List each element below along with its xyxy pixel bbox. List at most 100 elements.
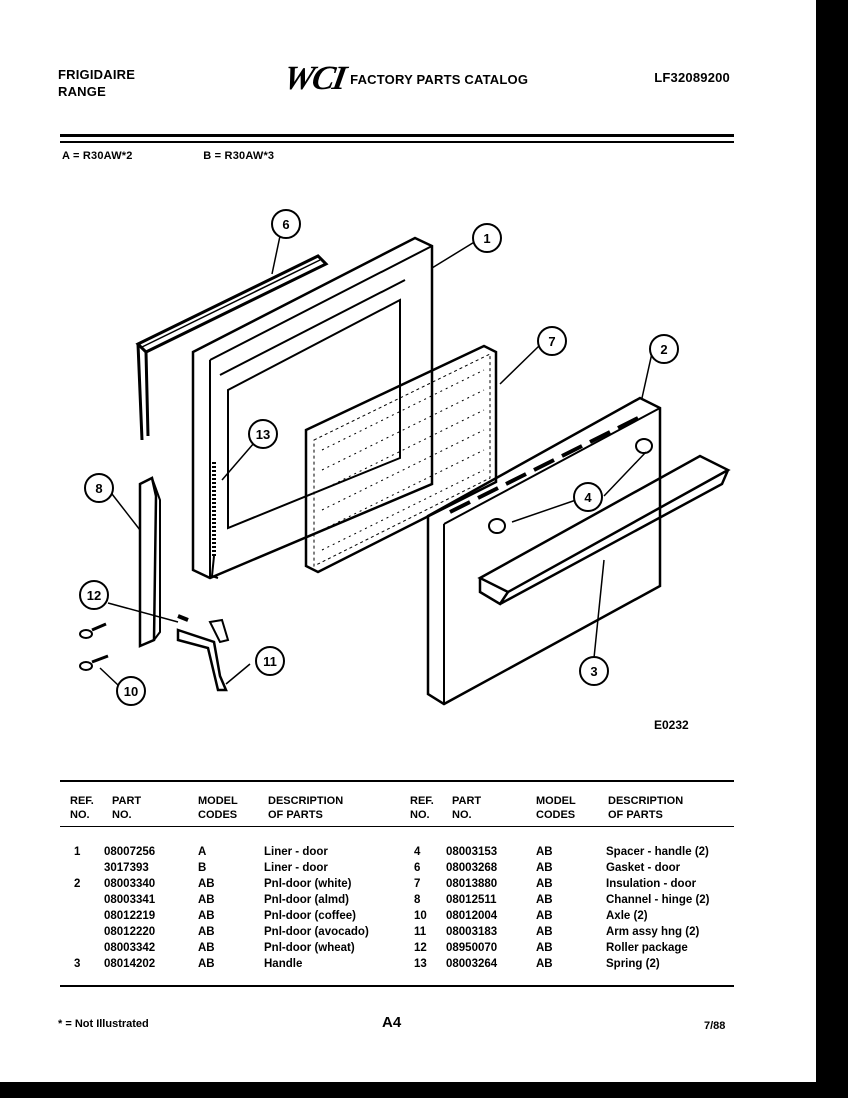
table-cell: AB bbox=[198, 926, 215, 938]
right-ref-column: 4 6 7 8 10 11 12 13 bbox=[414, 844, 427, 972]
table-cell: A bbox=[198, 846, 207, 858]
diagram-code: E0232 bbox=[654, 718, 689, 732]
callout-label: 12 bbox=[87, 588, 101, 603]
table-cell: AB bbox=[536, 894, 553, 906]
right-part-column: 08003153 08003268 08013880 08012511 0801… bbox=[446, 844, 497, 972]
callout-label: 10 bbox=[124, 684, 138, 699]
table-cell: AB bbox=[536, 846, 553, 858]
table-cell: Insulation - door bbox=[606, 878, 697, 890]
table-cell: B bbox=[198, 862, 207, 874]
brand-name: FRIGIDAIRE bbox=[58, 67, 136, 82]
table-cell: Handle bbox=[264, 958, 303, 970]
callout-6 bbox=[271, 209, 301, 239]
callout-8 bbox=[84, 473, 114, 503]
right-desc-column: Spacer - handle (2) Gasket - door Insula… bbox=[606, 844, 710, 972]
header-ref-no: REF. NO. bbox=[410, 795, 434, 821]
callout-4 bbox=[573, 482, 603, 512]
table-cell: 3 bbox=[74, 958, 81, 970]
callout-label: 7 bbox=[548, 334, 555, 349]
table-cell: 11 bbox=[414, 926, 427, 938]
header-rule bbox=[60, 134, 734, 137]
liner-door bbox=[191, 236, 434, 580]
left-ref-column: 1 2 3 bbox=[74, 844, 80, 972]
table-cell: 12 bbox=[414, 942, 427, 954]
table-cell: Channel - hinge (2) bbox=[606, 894, 710, 906]
callout-label: 6 bbox=[282, 217, 289, 232]
model-number: LF32089200 bbox=[654, 70, 730, 85]
callout-2 bbox=[649, 334, 679, 364]
table-cell: 08003153 bbox=[446, 846, 498, 858]
table-cell: Pnl-door (white) bbox=[264, 878, 352, 890]
variant-b: B = R30AW*3 bbox=[203, 150, 275, 162]
callout-label: 4 bbox=[584, 490, 592, 505]
left-part-column: 08007256 3017393 08003340 08003341 08012… bbox=[104, 844, 155, 972]
table-cell: 08013880 bbox=[446, 878, 498, 890]
table-cell: AB bbox=[536, 958, 553, 970]
table-cell: AB bbox=[536, 910, 553, 922]
header-model-codes: MODEL CODES bbox=[536, 795, 576, 821]
callout-11 bbox=[255, 646, 285, 676]
header-description: DESCRIPTION OF PARTS bbox=[268, 795, 344, 821]
left-model-column: A B AB AB AB AB AB AB bbox=[198, 844, 215, 972]
table-cell: 08003340 bbox=[104, 878, 156, 890]
table-cell: 08014202 bbox=[104, 958, 156, 970]
callout-label: 13 bbox=[256, 427, 270, 442]
table-cell bbox=[74, 908, 80, 924]
insulation-door bbox=[304, 344, 498, 574]
table-cell: 4 bbox=[414, 846, 421, 858]
callout-3 bbox=[579, 656, 609, 686]
table-rule bbox=[60, 780, 734, 782]
table-cell: AB bbox=[536, 878, 553, 890]
table-cell: 08003341 bbox=[104, 894, 156, 906]
table-cell: 08012219 bbox=[104, 910, 156, 922]
left-desc-column: Liner - door Liner - door Pnl-door (whit… bbox=[264, 844, 369, 972]
product-type: RANGE bbox=[58, 84, 106, 99]
table-cell: 8 bbox=[414, 894, 421, 906]
header-model-codes: MODEL CODES bbox=[198, 795, 238, 821]
table-cell: 10 bbox=[414, 910, 427, 922]
parts-catalog-page: FRIGIDAIRE RANGE WCI FACTORY PARTS CATAL… bbox=[0, 0, 816, 1082]
table-cell: Liner - door bbox=[264, 862, 328, 874]
revision-date: 7/88 bbox=[704, 1020, 726, 1032]
catalog-title: FACTORY PARTS CATALOG bbox=[350, 71, 529, 87]
table-cell: Pnl-door (almd) bbox=[264, 894, 349, 906]
callout-label: 1 bbox=[483, 231, 490, 246]
header-ref-no: REF. NO. bbox=[70, 795, 94, 821]
table-cell: 08012220 bbox=[104, 926, 156, 938]
table-rule bbox=[60, 985, 734, 987]
table-cell: Axle (2) bbox=[606, 910, 648, 922]
door-handle bbox=[477, 454, 731, 606]
brand-block: FRIGIDAIRE RANGE bbox=[58, 66, 135, 100]
callout-label: 3 bbox=[590, 664, 597, 679]
header-rule bbox=[60, 141, 734, 143]
outer-door-panel bbox=[426, 396, 662, 706]
table-cell bbox=[74, 892, 80, 908]
axle-pin bbox=[79, 622, 107, 639]
table-cell: 2 bbox=[74, 878, 81, 890]
callout-leaders bbox=[99, 235, 653, 686]
table-cell: 13 bbox=[414, 958, 427, 970]
table-cell: AB bbox=[536, 926, 553, 938]
callout-13 bbox=[248, 419, 278, 449]
table-cell: 08003264 bbox=[446, 958, 498, 970]
roller bbox=[79, 654, 109, 671]
page-reference: A4 bbox=[382, 1014, 402, 1031]
table-cell: 7 bbox=[414, 878, 421, 890]
spring-part bbox=[210, 462, 219, 579]
callout-label: 2 bbox=[660, 342, 667, 357]
exploded-parts-diagram: 6 1 7 2 13 8 4 12 11 10 3 bbox=[79, 209, 731, 706]
table-cell: 08003342 bbox=[104, 942, 156, 954]
table-cell: 1 bbox=[74, 846, 81, 858]
table-cell: 08007256 bbox=[104, 846, 156, 858]
gasket-door bbox=[135, 254, 329, 441]
table-cell: 08950070 bbox=[446, 942, 498, 954]
table-cell: AB bbox=[536, 942, 553, 954]
header-description: DESCRIPTION OF PARTS bbox=[608, 795, 684, 821]
table-rule bbox=[60, 826, 734, 827]
table-cell: 08003268 bbox=[446, 862, 498, 874]
callout-7 bbox=[537, 326, 567, 356]
table-cell: Spacer - handle (2) bbox=[606, 846, 709, 858]
table-cell: Spring (2) bbox=[606, 958, 660, 970]
callout-10 bbox=[116, 676, 146, 706]
table-cell: Pnl-door (wheat) bbox=[264, 942, 355, 954]
